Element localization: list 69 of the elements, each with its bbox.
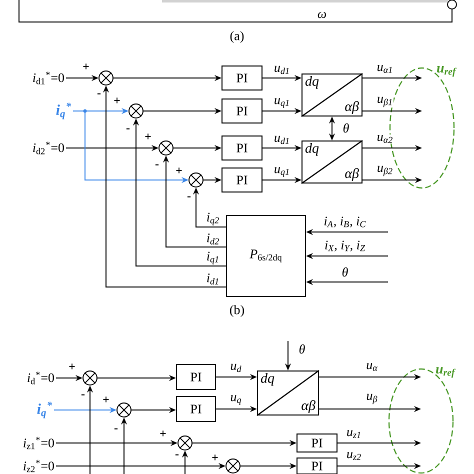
block-box: PI — [296, 434, 338, 452]
input-label: i$_{d1}$$^{*}$=0 — [33, 72, 64, 84]
sign-label: + — [69, 364, 75, 370]
summing-junction — [226, 458, 240, 474]
edge-label: u$_{β1}$ — [376, 96, 394, 108]
sign-label: - — [187, 196, 191, 198]
sign-label: - — [175, 454, 179, 456]
edge-label: u$_{d}$ — [230, 363, 242, 373]
edge-label: u$_{d1}$ — [273, 65, 291, 75]
output-label: u$_{ref}$ — [437, 66, 457, 77]
edge-label: i$_{A}$, i$_{B}$, i$_{C}$ — [323, 216, 367, 228]
edge-label: u$_{z2}$ — [346, 452, 362, 460]
sign-label: - — [81, 394, 85, 396]
sign-label: + — [114, 98, 120, 104]
block-box: PI — [176, 364, 216, 390]
edge-label: u$_{α2}$ — [376, 134, 394, 144]
sign-label: + — [212, 454, 218, 460]
edge-label: u$_{α}$ — [366, 362, 378, 372]
summing-junction — [158, 140, 174, 156]
sign-label: + — [145, 134, 151, 140]
summing-junction — [82, 370, 98, 386]
summing-junction — [128, 104, 144, 118]
input-label: i$_{z2}$$^{*}$=0 — [24, 460, 54, 472]
sign-label: + — [103, 396, 109, 402]
edge-label: i$_{d2}$ — [206, 233, 220, 245]
summing-junction — [116, 402, 132, 418]
edge-label: u$_{q1}$ — [273, 166, 291, 178]
summing-junction — [98, 70, 114, 86]
input-label: i$_{q}$* — [56, 102, 72, 120]
sign-label: + — [160, 430, 166, 436]
block-box: PI — [296, 458, 338, 474]
sign-label: - — [126, 128, 130, 130]
edge-label: u$_{β}$ — [366, 393, 378, 405]
block-box: PI — [222, 66, 262, 90]
edge-label: θ — [341, 266, 349, 278]
panel-label: (a) — [230, 31, 244, 43]
edge-label: u$_{q1}$ — [273, 98, 291, 108]
sign-label: + — [176, 168, 182, 174]
sign-label: - — [114, 428, 118, 430]
edge-label: u$_{q}$ — [230, 394, 242, 406]
edge-label: u$_{z1}$ — [346, 430, 362, 438]
summing-junction — [178, 436, 192, 450]
variable-label: ω — [318, 12, 326, 18]
edge-label: i$_{d1}$ — [206, 273, 220, 285]
transform-box: dq αβ — [301, 140, 363, 184]
edge-label: i$_{q1}$ — [206, 251, 220, 265]
sign-label: + — [83, 64, 89, 70]
edge-label: u$_{β2}$ — [376, 165, 394, 177]
block-box: PI — [222, 98, 262, 124]
sign-label: - — [155, 164, 159, 166]
edge-label: θ — [342, 122, 350, 134]
edge-label: i$_{X}$, i$_{Y}$, i$_{Z}$ — [324, 240, 366, 252]
edge-label: θ — [298, 344, 306, 354]
block-box: PI — [222, 136, 262, 160]
block-box: P$_{6s/2dq}$ — [226, 215, 306, 297]
block-box: PI — [222, 168, 262, 192]
edge-label: i$_{q2}$ — [206, 212, 220, 226]
block-box: PI — [176, 396, 216, 422]
edge-label: u$_{α1}$ — [376, 64, 394, 74]
summing-junction — [188, 172, 204, 188]
transform-box: dq αβ — [256, 370, 320, 416]
input-label: i$_{d2}$$^{*}$=0 — [33, 142, 64, 154]
input-label: i$_{q}$* — [37, 402, 52, 418]
output-label: u$_{ref}$ — [436, 367, 456, 378]
transform-box: dq αβ — [301, 73, 363, 117]
sign-label: - — [97, 93, 101, 94]
input-label: i$_{d}$$^{*}$=0 — [28, 372, 54, 384]
edge-label: u$_{d1}$ — [273, 135, 291, 145]
input-label: i$_{z1}$$^{*}$=0 — [24, 436, 54, 450]
